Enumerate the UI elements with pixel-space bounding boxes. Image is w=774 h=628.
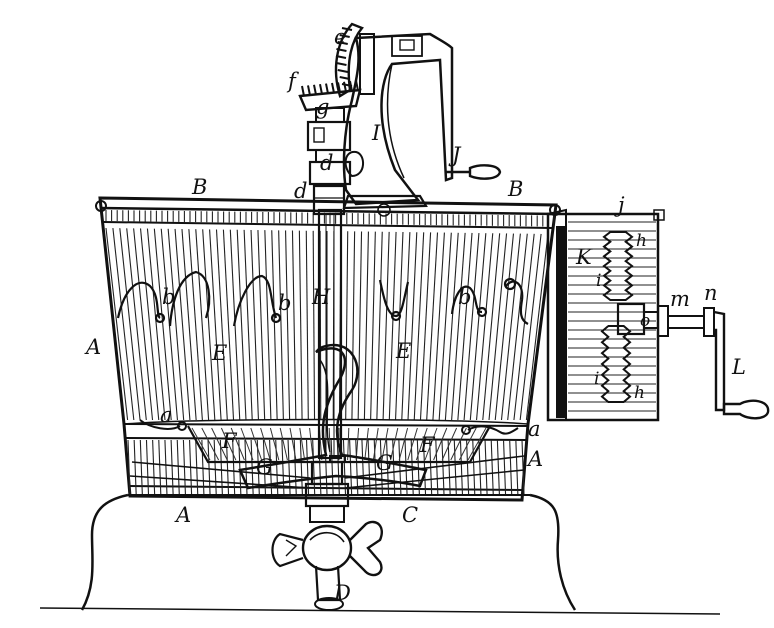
label-G-right: G <box>376 451 393 475</box>
label-d-lower: d <box>294 179 307 203</box>
rim-knob-left <box>95 200 107 212</box>
label-E-left: E <box>211 341 227 365</box>
label-g: g <box>316 95 329 119</box>
label-h-lower: h <box>634 383 645 403</box>
label-F-right: F <box>419 433 436 457</box>
spigot <box>271 460 383 611</box>
vertical-shaft <box>312 184 346 460</box>
label-B-left: B <box>191 175 207 199</box>
wall-loops <box>116 270 529 327</box>
label-C: C <box>402 503 418 527</box>
label-I: I <box>371 121 381 145</box>
base-stand <box>80 493 577 611</box>
label-i-lower: i <box>594 369 599 389</box>
inner-bucket <box>187 425 491 464</box>
label-F-left: F <box>221 429 238 453</box>
label-e: e <box>334 25 346 49</box>
label-A-bottom: A <box>174 503 191 527</box>
gear-frame <box>342 32 454 217</box>
label-b-3: b <box>458 285 471 309</box>
label-d-upper: d <box>320 151 333 175</box>
label-j: j <box>614 193 625 217</box>
label-L: L <box>731 355 746 379</box>
label-b-2: b <box>278 291 291 315</box>
label-K: K <box>575 245 593 269</box>
side-crank <box>616 302 770 420</box>
upper-crank <box>446 164 502 180</box>
label-A-right: A <box>526 447 543 471</box>
gear-shaft <box>306 107 352 186</box>
label-H: H <box>311 285 331 309</box>
label-J: J <box>448 143 462 167</box>
label-f: f <box>286 69 299 93</box>
label-o: o <box>640 311 650 331</box>
label-E-right: E <box>395 339 411 363</box>
label-D: D <box>333 581 351 605</box>
label-B-right: B <box>507 177 523 201</box>
brace-rods <box>129 455 525 489</box>
label-m: m <box>670 287 690 311</box>
ground-line <box>39 607 721 615</box>
bevel-gear-f <box>298 80 362 112</box>
label-b-1: b <box>162 285 175 309</box>
hook-fittings <box>139 419 519 435</box>
label-h-upper: h <box>636 231 647 251</box>
label-a-right: a <box>528 417 541 441</box>
label-i-upper: i <box>596 271 601 291</box>
label-n: n <box>704 281 718 305</box>
label-A-left: A <box>84 335 101 359</box>
label-a-left: a <box>160 403 173 427</box>
bevel-gear-e <box>334 22 375 98</box>
label-G-left: G <box>256 455 273 479</box>
friction-wheels <box>600 231 634 403</box>
part-labels: e f g I J d d B B j h K i m n o L i h A … <box>84 25 746 605</box>
